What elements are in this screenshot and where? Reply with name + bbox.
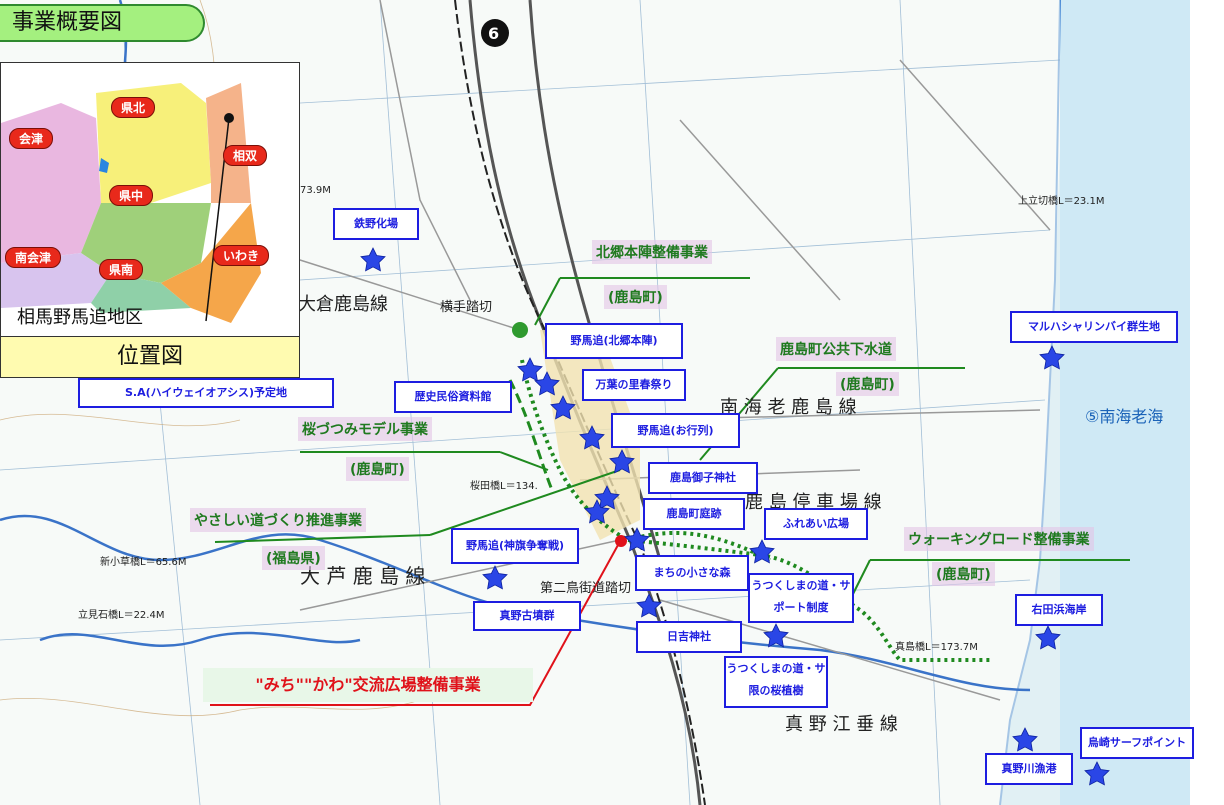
region-kenpoku: 県北	[111, 97, 156, 118]
project-sewer-town: (鹿島町)	[836, 372, 899, 396]
site-box: 野馬追(北郷本陣)	[545, 323, 683, 359]
star-8	[584, 499, 610, 524]
star-11	[482, 565, 508, 590]
route-6-label: 6	[488, 24, 500, 43]
line-kashima: 鹿 島 停 車 場 線	[745, 492, 882, 513]
star-15	[1035, 625, 1061, 650]
star-1	[360, 247, 386, 272]
region-kenchu: 県中	[109, 185, 154, 206]
star-7	[594, 485, 620, 510]
star-5	[579, 425, 605, 450]
site-box: 野馬追(お行列)	[611, 413, 740, 448]
project-yasashii-town: (福島県)	[262, 546, 325, 570]
star-14	[1039, 345, 1065, 370]
site-box: うつくしまの道・サポート制度	[748, 573, 854, 623]
site-box: ふれあい広場	[764, 508, 868, 540]
project-sakura: 桜づつみモデル事業	[298, 417, 432, 441]
page-title: 事業概要図	[0, 4, 205, 42]
bridge-shinkokusa: 新小草橋L＝65.6M	[100, 557, 187, 568]
bridge-tachimi: 立見石橋L＝22.4M	[78, 610, 165, 621]
site-box: マルハシャリンバイ群生地	[1010, 311, 1178, 343]
site-box: 真野川漁港	[985, 753, 1073, 785]
star-9	[624, 527, 650, 552]
project-walking: ウォーキングロード整備事業	[904, 527, 1094, 551]
site-box: うつくしまの道・サ限の桜植樹	[724, 656, 828, 708]
star-17	[1084, 761, 1110, 786]
main-project-label: "みち""かわ"交流広場整備事業	[203, 668, 533, 702]
site-box: 日吉神社	[636, 621, 742, 653]
project-yasashii: やさしい道づくり推進事業	[190, 508, 366, 532]
region-iwaki: いわき	[213, 245, 270, 266]
route-minamiebi: ⑤南海老海	[1085, 407, 1164, 426]
star-13	[763, 623, 789, 648]
site-box: 万葉の里春祭り	[582, 369, 686, 401]
star-6	[609, 449, 635, 474]
site-box: 真野古墳群	[473, 601, 581, 631]
site-box: 野馬追(神旗争奪戦)	[451, 528, 579, 564]
project-hokugo-town: (鹿島町)	[604, 285, 667, 309]
location-inset-map: 県北 会津 相双 県中 南会津 県南 いわき 相馬野馬追地区	[0, 62, 300, 376]
star-2	[517, 357, 543, 382]
line-noooukura: 野大倉鹿島線	[280, 294, 388, 315]
star-4	[550, 395, 576, 420]
bridge-kamitatekaki: 上立切橋L＝23.1M	[1018, 196, 1105, 207]
bridge-sakurada: 桜田橋L＝134.	[470, 481, 538, 492]
project-hokugo: 北郷本陣整備事業	[592, 240, 712, 264]
project-sakura-town: (鹿島町)	[346, 457, 409, 481]
star-12	[636, 593, 662, 618]
site-box: 鹿島御子神社	[648, 462, 758, 494]
region-kennan: 県南	[99, 259, 144, 280]
bridge-739: 73.9M	[300, 185, 331, 196]
star-3	[534, 371, 560, 396]
line-mano: 真 野 江 垂 線	[785, 714, 898, 735]
star-10	[749, 539, 775, 564]
area-label: 相馬野馬追地区	[17, 307, 143, 328]
site-box: 烏崎サーフポイント	[1080, 727, 1194, 759]
site-box: 歴史民俗資料館	[394, 381, 512, 413]
location-map-caption: 位置図	[0, 336, 300, 378]
bridge-manoi: 真島橋L＝173.7M	[895, 642, 978, 653]
region-minamiaizu: 南会津	[5, 247, 62, 268]
site-box: まちの小さな森	[635, 555, 749, 591]
station-2: 第二鳥街道踏切	[540, 581, 632, 596]
project-walking-town: (鹿島町)	[932, 562, 995, 586]
project-sewer: 鹿島町公共下水道	[776, 337, 896, 361]
site-box: S.A(ハイウェイオアシス)予定地	[78, 378, 334, 408]
crossing-yokote: 横手踏切	[440, 300, 493, 315]
site-box: 鉄野化場	[333, 208, 419, 240]
region-aizu: 会津	[9, 128, 54, 149]
site-box: 鹿島町庭跡	[643, 498, 745, 530]
region-souso: 相双	[223, 145, 268, 166]
star-16	[1012, 727, 1038, 752]
site-box: 右田浜海岸	[1015, 594, 1103, 626]
line-minamiebi: 南 海 老 鹿 島 線	[720, 397, 857, 418]
